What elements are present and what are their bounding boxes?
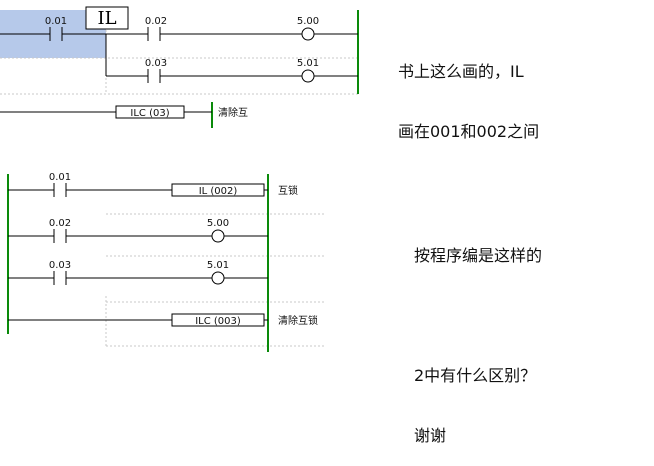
coil-5-01[interactable]: 5.01 — [297, 58, 319, 83]
contact-label: 0.01 — [49, 172, 71, 183]
contact-0-01[interactable]: 0.01 — [45, 16, 67, 41]
il-comment: 互锁 — [278, 184, 298, 197]
coil-label: 5.01 — [297, 58, 319, 69]
ladder-diagram-1: 0.01 IL 0.02 5.00 0.03 5. — [0, 6, 360, 128]
ilc-comment: 清除互锁 — [278, 314, 318, 327]
il-instruction-box[interactable]: IL (002) — [171, 183, 265, 197]
note-1-line-2: 画在001和002之间 — [398, 122, 540, 141]
note-2-line-1: 按程序编是这样的 — [414, 246, 543, 265]
coil-5-00[interactable]: 5.00 — [297, 16, 319, 41]
contact-label: 0.03 — [49, 260, 71, 271]
coil-label: 5.01 — [207, 260, 229, 271]
note-2-line-3: 谢谢 — [414, 426, 447, 445]
ladder-diagram-2: 0.01 IL (002) 互锁 0.02 5.00 0.03 — [7, 172, 326, 352]
ladder-canvas: 0.01 IL 0.02 5.00 0.03 5. — [0, 6, 360, 352]
contact-0-02[interactable]: 0.02 — [145, 16, 167, 41]
instruction-label: ILC (03) — [130, 108, 169, 119]
coil-label: 5.00 — [207, 218, 229, 229]
ilc-comment: 清除互 — [218, 106, 248, 119]
contact-label: 0.02 — [49, 218, 71, 229]
coil-label: 5.00 — [297, 16, 319, 27]
contact-label: 0.01 — [45, 16, 67, 27]
ilc-instruction-box[interactable]: ILC (03) — [115, 105, 185, 119]
note-1: 书上这么画的，IL 画在001和002之间 — [398, 22, 539, 162]
note-2-line-2: 2中有什么区别？ — [414, 366, 537, 385]
instruction-label: ILC (003) — [195, 316, 241, 327]
coil-5-01[interactable]: 5.01 — [207, 260, 229, 285]
contact-0-01[interactable]: 0.01 — [49, 172, 71, 197]
contact-0-02[interactable]: 0.02 — [49, 218, 71, 243]
contact-label: 0.02 — [145, 16, 167, 27]
note-1-line-1: 书上这么画的，IL — [398, 62, 524, 81]
instruction-label: IL (002) — [199, 186, 238, 197]
il-glyph-text: IL — [97, 8, 116, 29]
contact-0-03[interactable]: 0.03 — [145, 58, 167, 83]
il-glyph: IL — [85, 6, 129, 30]
ilc-instruction-box[interactable]: ILC (003) — [171, 313, 265, 327]
note-2: 按程序编是这样的 2中有什么区别？ 谢谢 — [414, 206, 542, 466]
contact-label: 0.03 — [145, 58, 167, 69]
contact-0-03[interactable]: 0.03 — [49, 260, 71, 285]
coil-5-00[interactable]: 5.00 — [207, 218, 229, 243]
